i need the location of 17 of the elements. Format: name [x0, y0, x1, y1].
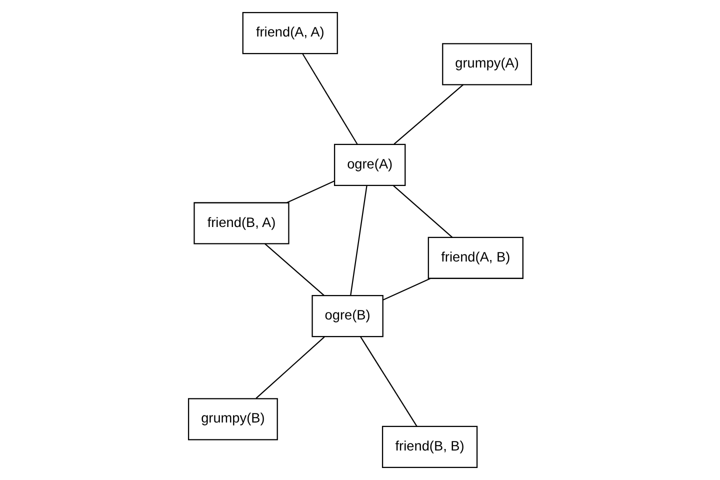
node-box: friend(B, A) — [194, 202, 290, 244]
node-box: friend(B, B) — [382, 426, 478, 468]
connector — [302, 54, 358, 145]
node-box: friend(A, B) — [428, 236, 524, 279]
connector — [256, 336, 325, 399]
connector — [394, 84, 464, 144]
node-box: friend(A, A) — [242, 12, 338, 54]
node-box: ogre(A) — [334, 144, 406, 186]
connector — [286, 180, 335, 204]
node-box: grumpy(B) — [188, 398, 278, 440]
connector — [360, 336, 418, 427]
connector — [350, 186, 368, 296]
node-box: ogre(B) — [312, 295, 384, 338]
connector — [392, 185, 453, 238]
connector — [264, 243, 324, 296]
connector — [382, 278, 431, 301]
node-box: grumpy(A) — [442, 43, 532, 86]
